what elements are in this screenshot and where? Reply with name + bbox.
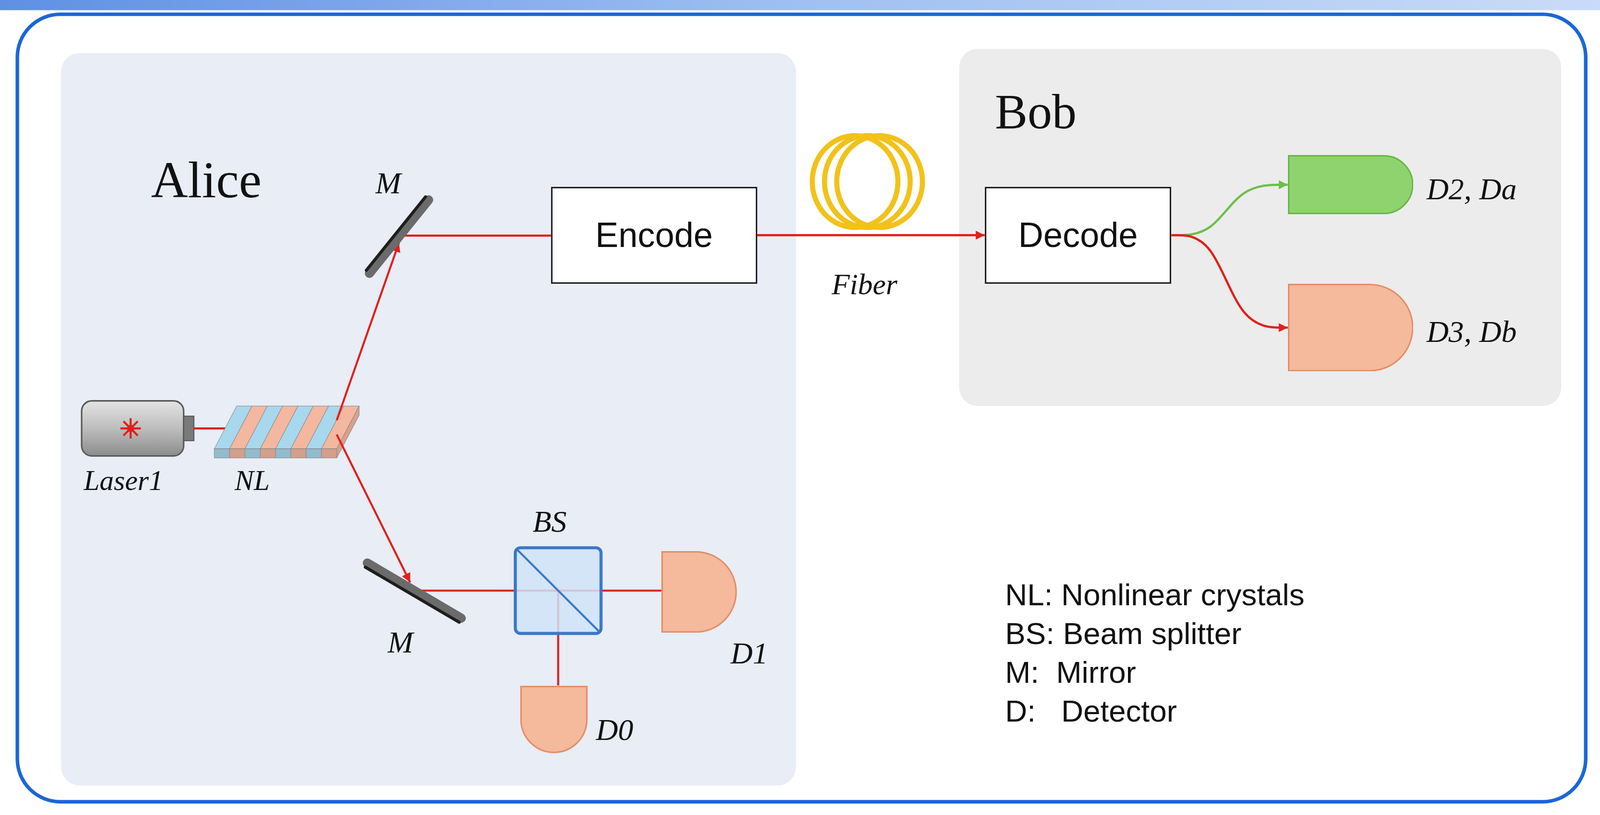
detector: D3, Db (1287, 283, 1414, 372)
detector-shape (1287, 155, 1414, 215)
nonlinear-crystal (244, 448, 261, 458)
label-holder: M: Mirror (1005, 654, 1136, 691)
detector-label: D3, Db (1426, 314, 1517, 350)
detector: D2, Da (1287, 155, 1414, 215)
nonlinear-crystal (214, 405, 360, 459)
process-box: Decode (984, 186, 1172, 284)
beam-connector (1171, 184, 1288, 236)
detector-shape (661, 551, 736, 632)
laser-source (127, 424, 135, 432)
fiber-coil (812, 135, 923, 228)
label-holder: BS (532, 503, 567, 540)
nonlinear-crystal (275, 448, 291, 458)
detector: D0 (520, 685, 588, 754)
mirror (365, 196, 462, 623)
laser-source (183, 415, 195, 441)
nonlinear-crystal (290, 448, 307, 458)
mirror (366, 196, 426, 271)
label-holder: Fiber (831, 267, 898, 302)
outer-frame (17, 14, 1586, 802)
laser-beam (193, 427, 227, 430)
detector: D1 (661, 551, 737, 633)
nonlinear-crystal (260, 448, 276, 458)
mirror (365, 566, 460, 623)
detector-shape (520, 685, 588, 754)
component-label: Laser1 (83, 464, 163, 497)
box-label: Encode (595, 215, 714, 255)
process-box: Encode (551, 186, 758, 284)
key-text: D: Detector (1005, 693, 1178, 729)
label-holder: D: Detector (1005, 693, 1178, 729)
detector-shape (1288, 284, 1413, 371)
nonlinear-crystal (321, 448, 337, 458)
beam-splitter (515, 547, 602, 634)
optics (81, 135, 923, 686)
label-holder: NL (234, 464, 270, 497)
component-label: NL (234, 464, 270, 497)
nonlinear-crystal (336, 405, 360, 459)
laser-source (81, 400, 194, 457)
component-label: BS (532, 503, 567, 540)
box-label: Decode (1018, 215, 1138, 255)
panel-ground (61, 53, 797, 786)
light-beam (336, 235, 662, 686)
mirror (367, 562, 462, 619)
laser-source (81, 400, 184, 457)
label-holder: M (387, 624, 413, 660)
fiber-coil (836, 135, 923, 228)
label-holder: NL: Nonlinear crystals (1005, 577, 1305, 613)
panel-ground (959, 49, 1562, 406)
component-label: M (375, 165, 401, 201)
panel-title: Alice (151, 151, 262, 210)
panel-title: Bob (994, 83, 1077, 140)
detector-shape (1287, 283, 1414, 372)
component-label: M (387, 624, 413, 660)
nonlinear-crystal (306, 448, 322, 458)
detector-shape (661, 551, 737, 633)
key-text: BS: Beam splitter (1005, 616, 1242, 652)
beam-splitter (517, 549, 599, 632)
party-panel: BobDecode D2, Da D3, Db (959, 49, 1562, 407)
light-beam (336, 434, 411, 583)
panel-ground (61, 49, 1562, 786)
label-holder: BS: Beam splitter (1005, 616, 1242, 652)
beam-connector (1171, 235, 1288, 328)
label-holder: Laser1 (83, 464, 163, 497)
component-label: Fiber (831, 267, 898, 302)
key-text: M: Mirror (1005, 654, 1136, 691)
detector-shape (521, 686, 588, 753)
beam-splitter (515, 547, 602, 634)
top-bar (0, 0, 1600, 11)
detector-label: D1 (730, 635, 768, 671)
nonlinear-crystal (214, 448, 230, 458)
nonlinear-crystal (229, 448, 245, 458)
laser-beam (193, 427, 227, 429)
party-panel: AliceEncodeD1D0 (61, 53, 797, 786)
laser-source (120, 418, 141, 439)
detector-label: D2, Da (1426, 171, 1517, 207)
light-beam (400, 234, 552, 237)
detector-label: D0 (595, 712, 634, 748)
detector-shape (1288, 156, 1413, 214)
mirror (369, 199, 429, 274)
beam-connector (757, 234, 985, 237)
label-holder: M (375, 165, 401, 201)
key-text: NL: Nonlinear crystals (1005, 577, 1305, 613)
